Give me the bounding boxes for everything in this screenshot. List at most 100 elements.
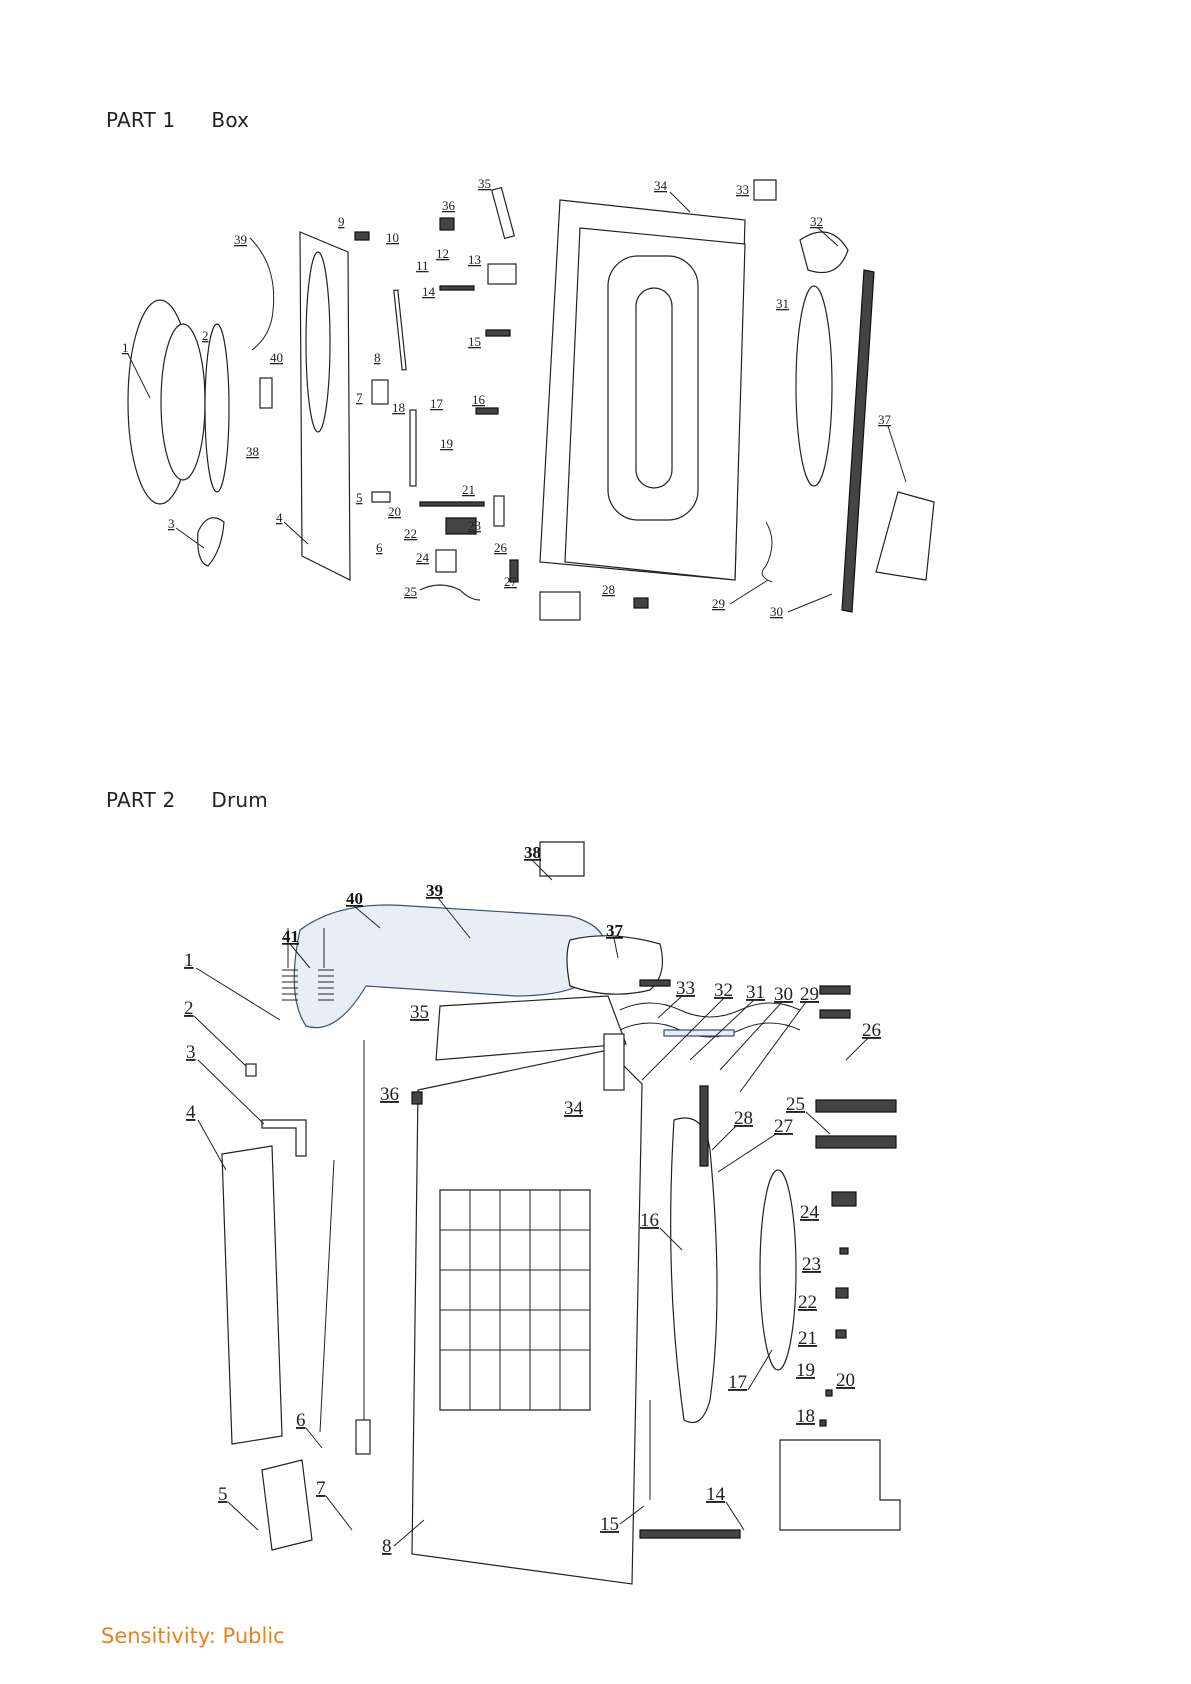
callout-33: 33	[736, 182, 749, 197]
part-29	[761, 521, 773, 583]
front-panel-opening	[305, 251, 331, 433]
callout-15: 15	[468, 334, 481, 349]
callout-32: 32	[810, 214, 823, 229]
callout-19: 19	[440, 436, 453, 451]
pulley-17	[759, 1169, 797, 1371]
part-31	[795, 285, 833, 487]
callout-38: 38	[246, 444, 259, 459]
callout-22: 22	[404, 526, 417, 541]
callout-24: 24	[800, 1202, 820, 1223]
part-26	[819, 985, 851, 995]
sensitivity-label: Sensitivity: Public	[101, 1624, 285, 1648]
callout-41: 41	[282, 927, 299, 946]
callout-19: 19	[796, 1360, 815, 1381]
part-13	[487, 263, 517, 285]
callout-30: 30	[770, 604, 783, 619]
part-37	[875, 491, 935, 581]
callout-25: 25	[786, 1094, 805, 1115]
pump-27	[539, 591, 581, 621]
part-18	[409, 409, 417, 487]
part1-label: PART 1	[106, 108, 176, 132]
callout-17: 17	[728, 1372, 747, 1393]
part2-exploded-diagram: 1 2 3 4 5 6 7 8 14 15 16 17 18 19 20 21 …	[184, 841, 901, 1585]
part-16	[475, 407, 499, 415]
callout-16: 16	[640, 1210, 659, 1231]
callout-31: 31	[746, 982, 765, 1003]
part-21	[493, 495, 505, 527]
callout-6: 6	[376, 540, 383, 555]
part-26b	[819, 1009, 851, 1019]
part-33	[753, 179, 777, 201]
callout-18: 18	[796, 1406, 815, 1427]
part-27	[699, 1085, 709, 1167]
feet-25	[815, 1099, 897, 1113]
callout-34: 34	[564, 1098, 584, 1119]
callout-15: 15	[600, 1514, 619, 1535]
callout-37: 37	[878, 412, 892, 427]
callout-27: 27	[504, 574, 518, 589]
part-32	[799, 231, 849, 274]
door-inner	[160, 323, 206, 481]
part2-parts	[221, 841, 901, 1585]
part2-label: PART 2	[106, 788, 176, 812]
callout-33: 33	[676, 978, 695, 999]
part-21	[835, 1329, 847, 1339]
part-35	[435, 995, 627, 1061]
part2-callouts: 1 2 3 4 5 6 7 8 14 15 16 17 18 19 20 21 …	[184, 843, 881, 1557]
hose-39	[249, 237, 275, 351]
heater-14	[639, 1529, 741, 1539]
part-5	[371, 491, 391, 503]
callout-28: 28	[734, 1108, 753, 1129]
feet-25b	[815, 1135, 897, 1149]
callout-3: 3	[168, 516, 175, 531]
part-23	[445, 517, 477, 535]
part-20	[419, 501, 485, 507]
callout-25: 25	[404, 584, 417, 599]
callout-23: 23	[468, 518, 481, 533]
part1-callouts: 1 2 3 4 5 6 7 8 9 10 11 12 13 14 15 16 1…	[122, 176, 907, 619]
part-4	[221, 1145, 283, 1445]
part-37	[566, 935, 663, 995]
part-7	[371, 379, 389, 405]
callout-32: 32	[714, 980, 733, 1001]
callout-30: 30	[774, 984, 793, 1005]
feet-25	[419, 584, 481, 601]
callout-5: 5	[356, 490, 363, 505]
callout-29: 29	[800, 984, 819, 1005]
callout-3: 3	[186, 1042, 196, 1063]
part-18	[819, 1419, 827, 1427]
callout-24: 24	[416, 550, 430, 565]
part2-name: Drum	[211, 788, 268, 812]
callout-2: 2	[202, 328, 209, 343]
part-30-wire	[619, 1002, 801, 1018]
callout-21: 21	[462, 482, 475, 497]
part-30-hose	[841, 269, 875, 613]
part1-exploded-diagram: 1 2 3 4 5 6 7 8 9 10 11 12 13 14 15 16 1…	[122, 176, 935, 621]
part-7-tip	[355, 1419, 371, 1455]
callout-7: 7	[356, 390, 363, 405]
callout-7: 7	[316, 1478, 326, 1499]
part-38	[259, 377, 273, 409]
callout-1: 1	[184, 950, 194, 971]
callout-39: 39	[426, 881, 443, 900]
part2-title: PART 2 Drum	[106, 788, 268, 812]
callout-31: 31	[776, 296, 789, 311]
callout-4: 4	[276, 510, 283, 525]
callout-36: 36	[442, 198, 456, 213]
part-31-wire	[619, 1022, 801, 1038]
handle	[197, 517, 225, 567]
callout-21: 21	[798, 1328, 817, 1349]
part-6	[319, 1159, 335, 1433]
part-24	[831, 1191, 857, 1207]
callout-17: 17	[430, 396, 444, 411]
callout-12: 12	[436, 246, 449, 261]
callout-6: 6	[296, 1410, 306, 1431]
drum-grid	[440, 1190, 590, 1410]
callout-14: 14	[422, 284, 436, 299]
part-8	[393, 289, 407, 371]
callout-8: 8	[382, 1536, 392, 1557]
callout-39: 39	[234, 232, 247, 247]
part-28	[633, 597, 649, 609]
callout-2: 2	[184, 998, 194, 1019]
